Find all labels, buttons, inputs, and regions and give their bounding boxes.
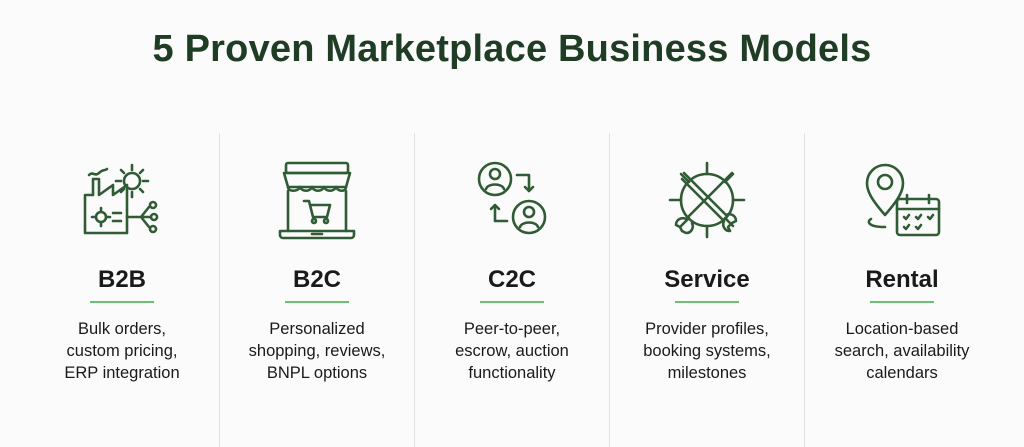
title-underline bbox=[870, 301, 934, 303]
title-underline bbox=[285, 301, 349, 303]
description-line: custom pricing, bbox=[66, 342, 178, 360]
description-line: Location-based bbox=[845, 320, 959, 338]
model-title: B2B bbox=[97, 266, 146, 293]
model-service: Service Provider profiles, booking syste… bbox=[610, 133, 805, 447]
description-line: functionality bbox=[468, 364, 556, 382]
model-b2b: B2B Bulk orders, custom pricing, ERP int… bbox=[25, 133, 220, 447]
description-line: BNPL options bbox=[266, 364, 368, 382]
factory-gear-icon bbox=[77, 155, 167, 245]
model-description: Provider profiles, booking systems, mile… bbox=[620, 318, 794, 384]
page-title: 5 Proven Marketplace Business Models bbox=[152, 28, 872, 70]
description-line: escrow, auction bbox=[455, 342, 569, 360]
description-line: Provider profiles, bbox=[645, 320, 769, 338]
model-description: Personalized shopping, reviews, BNPL opt… bbox=[230, 318, 404, 384]
model-title: Rental bbox=[865, 266, 939, 293]
description-line: Peer-to-peer, bbox=[463, 320, 561, 338]
model-title: B2C bbox=[292, 266, 341, 293]
title-underline bbox=[675, 301, 739, 303]
model-b2c: B2C Personalized shopping, reviews, BNPL… bbox=[220, 133, 415, 447]
description-line: Bulk orders, bbox=[77, 320, 167, 338]
storefront-cart-icon bbox=[272, 155, 362, 245]
title-underline bbox=[90, 301, 154, 303]
model-title: Service bbox=[664, 266, 750, 293]
description-line: search, availability bbox=[834, 342, 970, 360]
description-line: ERP integration bbox=[64, 364, 180, 382]
model-description: Location-based search, availability cale… bbox=[815, 318, 989, 384]
description-line: shopping, reviews, bbox=[248, 342, 386, 360]
description-line: booking systems, bbox=[643, 342, 771, 360]
models-grid: B2B Bulk orders, custom pricing, ERP int… bbox=[25, 133, 999, 447]
model-description: Bulk orders, custom pricing, ERP integra… bbox=[35, 318, 209, 384]
title-underline bbox=[480, 301, 544, 303]
peer-exchange-icon bbox=[467, 155, 557, 245]
location-calendar-icon bbox=[857, 155, 947, 245]
description-line: calendars bbox=[866, 364, 938, 382]
gear-wrench-icon bbox=[662, 155, 752, 245]
model-rental: Rental Location-based search, availabili… bbox=[805, 133, 999, 447]
model-c2c: C2C Peer-to-peer, escrow, auction functi… bbox=[415, 133, 610, 447]
description-line: milestones bbox=[667, 364, 747, 382]
model-title: C2C bbox=[487, 266, 536, 293]
description-line: Personalized bbox=[269, 320, 365, 338]
model-description: Peer-to-peer, escrow, auction functional… bbox=[425, 318, 599, 384]
